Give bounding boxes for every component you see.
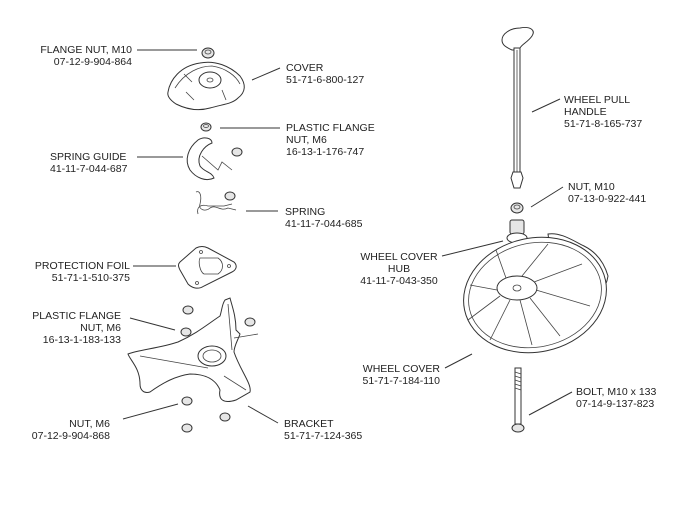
bolt-drawing: [511, 367, 525, 433]
part-name-line-2: NUT, M6: [80, 322, 121, 334]
bracket-drawing: [127, 297, 259, 433]
label-cover: COVER 51-71-6-800-127: [286, 62, 364, 86]
nut-m10-drawing: [510, 202, 524, 214]
label-protection-foil: PROTECTION FOIL 51-71-1-510-375: [35, 260, 130, 284]
part-number: 16-13-1-183-133: [42, 334, 121, 346]
part-name: BRACKET: [284, 418, 334, 430]
label-spring-guide: SPRING GUIDE 41-11-7-044-687: [50, 151, 127, 175]
leader-bracket: [247, 405, 279, 424]
label-spring: SPRING 41-11-7-044-685: [285, 206, 362, 230]
part-number: 51-71-8-165-737: [564, 118, 643, 130]
flange-nut-m10-drawing: [201, 47, 215, 59]
part-name-line-1: WHEEL COVER: [360, 251, 438, 263]
leader-wheel-cover-hub: [441, 240, 504, 257]
part-name: COVER: [286, 62, 324, 74]
wheel-pull-handle-drawing: [501, 27, 534, 189]
part-number: 41-11-7-044-687: [50, 163, 128, 175]
part-name: BOLT, M10 x 133: [576, 386, 657, 398]
part-name: PROTECTION FOIL: [34, 260, 130, 272]
label-nut-m6: NUT, M6 07-12-9-904-868: [32, 418, 110, 442]
spring-drawing: [195, 191, 237, 215]
part-name-line-1: PLASTIC FLANGE: [32, 310, 121, 322]
part-name: NUT, M6: [69, 418, 110, 430]
cover-drawing: [167, 61, 245, 111]
leader-wheel-cover: [444, 353, 473, 369]
leader-plastic-flange-nut-bottom: [129, 317, 176, 331]
plastic-flange-nut-m6-top-drawing: [200, 122, 212, 132]
part-number: 16-13-1-176-747: [286, 146, 365, 158]
leader-nut-m10: [530, 186, 564, 208]
part-name: SPRING GUIDE: [50, 151, 127, 163]
part-number: 51-71-1-510-375: [51, 272, 130, 284]
label-wheel-cover: WHEEL COVER 51-71-7-184-110: [363, 363, 440, 387]
part-number: 07-12-9-904-864: [53, 56, 132, 68]
part-name: NUT, M10: [568, 181, 615, 193]
part-name: WHEEL COVER: [362, 363, 440, 375]
part-name-line-2: NUT, M6: [286, 134, 327, 146]
label-wheel-cover-hub: WHEEL COVER HUB 41-11-7-043-350: [358, 251, 440, 287]
part-number: 41-11-7-043-350: [360, 275, 438, 287]
leader-bolt: [528, 391, 573, 416]
label-flange-nut-m10: FLANGE NUT, M10 07-12-9-904-864: [40, 44, 132, 68]
label-nut-m10: NUT, M10 07-13-0-922-441: [568, 181, 646, 205]
part-number: 07-12-9-904-868: [31, 430, 110, 442]
part-name: FLANGE NUT, M10: [40, 44, 132, 56]
part-number: 51-71-7-124-365: [284, 430, 363, 442]
wheel-cover-drawing: [463, 233, 609, 354]
part-name-line-1: PLASTIC FLANGE: [286, 122, 375, 134]
part-name-line-1: WHEEL PULL: [564, 94, 631, 106]
leader-wheel-pull-handle: [531, 98, 561, 113]
protection-foil-drawing: [178, 246, 237, 289]
label-bracket: BRACKET 51-71-7-124-365: [284, 418, 362, 442]
part-name: SPRING: [285, 206, 326, 218]
part-name-line-2: HUB: [387, 263, 411, 275]
part-number: 41-11-7-044-685: [285, 218, 363, 230]
leader-nut-m6: [122, 403, 179, 420]
label-plastic-flange-nut-top: PLASTIC FLANGE NUT, M6 16-13-1-176-747: [286, 122, 375, 158]
part-number: 51-71-7-184-110: [362, 375, 440, 387]
part-number: 07-14-9-137-823: [576, 398, 655, 410]
label-wheel-pull-handle: WHEEL PULL HANDLE 51-71-8-165-737: [564, 94, 642, 130]
label-plastic-flange-nut-bottom: PLASTIC FLANGE NUT, M6 16-13-1-183-133: [32, 310, 121, 346]
spring-guide-drawing: [186, 137, 243, 181]
part-number: 51-71-6-800-127: [286, 74, 365, 86]
part-name-line-2: HANDLE: [564, 106, 607, 118]
leader-cover: [251, 67, 281, 81]
label-bolt: BOLT, M10 x 133 07-14-9-137-823: [576, 386, 656, 410]
part-number: 07-13-0-922-441: [568, 193, 647, 205]
